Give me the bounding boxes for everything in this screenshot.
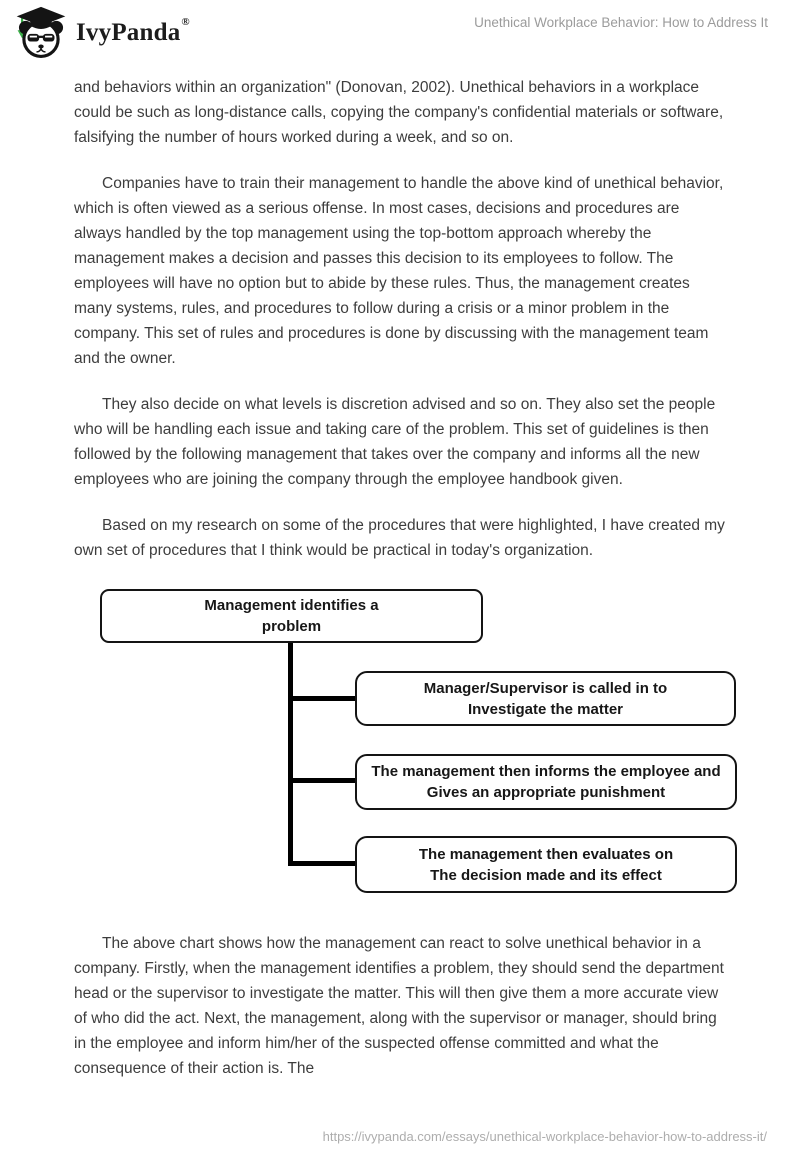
flowchart-horizontal-connector (288, 861, 358, 866)
flowchart-step-text: Gives an appropriate punishment (426, 784, 666, 801)
paragraph: Companies have to train their management… (74, 175, 724, 367)
paragraph: Based on my research on some of the proc… (74, 517, 725, 559)
flowchart-step-text: Investigate the matter (467, 700, 624, 718)
flowchart-step-inform-punish: The management then informs the employee… (355, 754, 737, 810)
registered-trademark-symbol: ® (181, 15, 190, 28)
flowchart-vertical-connector (288, 643, 293, 866)
paragraph: The above chart shows how the management… (74, 935, 724, 1077)
flowchart-step-text: The management then informs the employee… (371, 763, 721, 780)
flowchart-step-text: The decision made and its effect (430, 866, 662, 884)
essay-body: and behaviors within an organization" (D… (0, 66, 800, 1081)
paragraph-continuation: and behaviors within an organization" (D… (74, 79, 724, 146)
ivypanda-brand: IvyPanda® (14, 6, 190, 60)
flowchart-step-investigate: Manager/Supervisor is called in to Inves… (355, 671, 736, 726)
flowchart-step-text: Management identifies a (204, 597, 379, 614)
ivypanda-panda-logo-icon (14, 6, 68, 60)
flowchart-step-evaluate: The management then evaluates on The dec… (355, 836, 737, 893)
page-header: IvyPanda® Unethical Workplace Behavior: … (0, 0, 800, 66)
flowchart-step-text: problem (261, 618, 322, 635)
source-url: https://ivypanda.com/essays/unethical-wo… (322, 1129, 767, 1144)
management-procedure-flowchart: Management identifies a problem Manager/… (74, 589, 737, 893)
flowchart-step-identify-problem: Management identifies a problem (100, 589, 483, 643)
document-title: Unethical Workplace Behavior: How to Add… (474, 15, 768, 30)
flowchart-step-text: Manager/Supervisor is called in to (423, 679, 668, 697)
flowchart-step-text: The management then evaluates on (418, 845, 674, 863)
flowchart-horizontal-connector (288, 696, 358, 701)
flowchart-horizontal-connector (288, 778, 358, 783)
paragraph: They also decide on what levels is discr… (74, 396, 716, 488)
brand-name: IvyPanda (76, 19, 181, 46)
